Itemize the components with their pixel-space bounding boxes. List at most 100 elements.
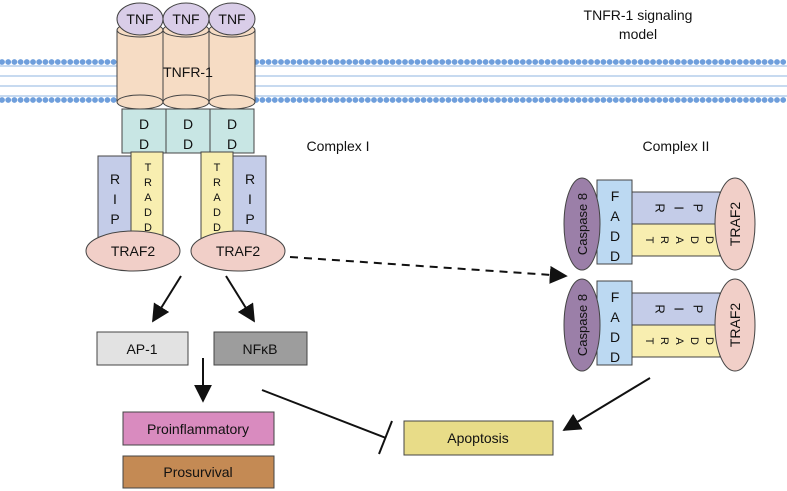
lipid-head [482,97,489,103]
lipid-head [296,59,303,65]
lipid-head [482,59,489,65]
rotated-letter: D [688,337,700,345]
complex-ii-upper [563,177,756,271]
stacked-letter: A [213,192,221,204]
lipid-head [85,59,92,65]
tnf-label-1: TNF [126,11,153,27]
tradd-box-right [200,151,234,241]
lipid-head [302,97,309,103]
stacked-letter: A [144,192,152,204]
lipid-head [501,59,508,65]
lipid-head [433,97,439,103]
lipid-head [612,59,619,65]
rotated-letter: D [703,337,715,345]
lipid-head [402,59,408,65]
lipid-head [383,59,390,65]
lipid-head [668,97,675,103]
stacked-letter: R [213,177,221,189]
stacked-letter: D [183,116,193,132]
lipid-head [743,97,749,103]
lipid-head [346,59,353,65]
lipid-head [23,59,30,65]
lipid-head [650,59,656,65]
prosurvival-box [122,455,275,489]
tnf-trimer [116,2,256,36]
stacked-letter: R [110,171,120,187]
lipid-head [278,97,284,103]
complex-ii-lower [563,278,756,372]
lipid-head [625,97,632,103]
stacked-letter: D [139,136,149,152]
rotated-letter: R [653,304,668,313]
lipid-head [42,59,49,65]
stacked-letter: A [610,208,620,224]
lipid-head [451,59,458,65]
traf2-left [85,230,181,272]
death-domains [121,108,255,154]
lipid-head [631,59,638,65]
dd-label-1: DD [139,116,149,152]
tradd-box-left [130,151,164,241]
lipid-head [588,97,594,103]
lipid-head [699,97,706,103]
lipid-head [259,59,266,65]
lipid-head [358,97,365,103]
lipid-head [17,59,24,65]
stacked-letter: D [139,116,149,132]
lipid-head [42,97,49,103]
stacked-letter: D [610,349,620,365]
lipid-head [662,97,669,103]
traf2-label-upper: TRAF2 [727,202,743,247]
prosurvival-label: Prosurvival [163,464,232,480]
stacked-letter: A [610,309,620,325]
rotated-letter: D [703,236,715,244]
lipid-head [656,97,663,103]
lipid-head [774,97,780,103]
nfkb-box [213,331,308,366]
lipid-head [761,59,768,65]
arrow-complex-ii-to-apoptosis [562,377,651,431]
lipid-head [588,59,594,65]
lipid-head [681,97,687,103]
caspase8-label-upper: Caspase 8 [575,193,590,255]
lipid-head [451,97,458,103]
rotated-letter: P [691,204,706,213]
lipid-head [48,59,55,65]
lipid-head [265,97,272,103]
apoptosis-label: Apoptosis [447,430,508,446]
lipid-head [488,59,495,65]
lipid-head [439,59,446,65]
lipid-head [98,59,105,65]
lipid-head [290,59,297,65]
lipid-head [457,59,464,65]
lipid-head [575,59,582,65]
lipid-head [464,97,470,103]
lipid-head [643,59,650,65]
proinflammatory-box [122,411,275,446]
lipid-head [668,59,675,65]
lipid-head [774,59,780,65]
lipid-head [557,59,563,65]
lipid-head [30,59,36,65]
lipid-head [290,97,297,103]
lipid-head [61,97,67,103]
rotated-letter: T [643,338,655,345]
stacked-letter: T [145,162,152,174]
lipid-head [352,59,359,65]
lipid-head [445,97,452,103]
lipid-head [712,59,718,65]
stacked-letter: F [611,289,620,305]
lipid-head [532,59,539,65]
lipid-head [780,59,787,65]
lipid-head [271,97,278,103]
lipid-head [563,59,570,65]
lipid-head [507,97,514,103]
lipid-head [340,59,346,65]
lipid-head [104,97,111,103]
ap1-label: AP-1 [126,341,157,357]
lipid-head [730,97,737,103]
lipid-head [54,97,61,103]
lipid-head [575,97,582,103]
lipid-head [619,97,625,103]
